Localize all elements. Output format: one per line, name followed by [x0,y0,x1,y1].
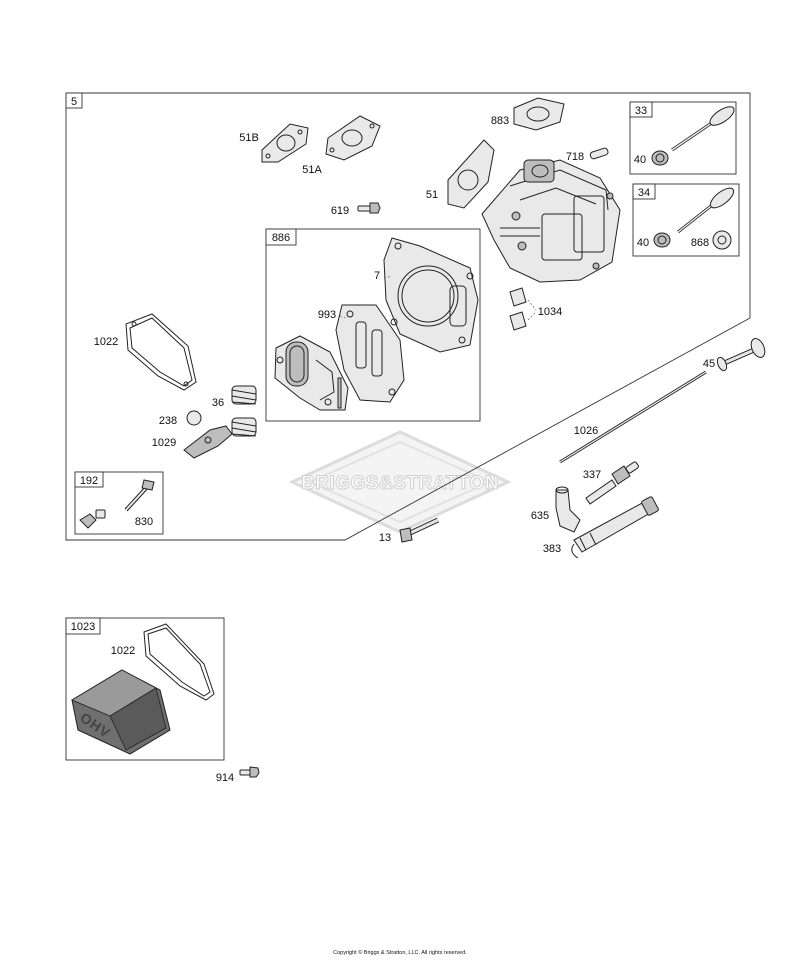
main-frame: 5 [65,92,751,541]
screw-619 [357,202,381,214]
valve-spring-36 [231,385,257,405]
gasket-51b [261,123,309,163]
head-bolt-13 [399,517,440,543]
callout-830: 830 [135,516,153,528]
callout-40b: 40 [637,237,649,249]
callout-238: 238 [159,415,177,427]
screw-914 [239,766,260,778]
intake-valve [677,187,735,234]
spark-plug-boot-635 [555,486,581,533]
callout-868: 868 [691,237,709,249]
callout-883: 883 [491,115,509,127]
rocker-arm-1029 [183,425,233,459]
callout-1029: 1029 [152,437,176,449]
callout-51: 51 [426,189,438,201]
gasket-51a [325,115,381,161]
callout-993: 993 [318,309,336,321]
spark-plug-337 [585,461,639,505]
frame-label-5: 5 [71,96,77,108]
callout-1022a: 1022 [94,336,118,348]
callout-619: 619 [331,205,349,217]
cylinder-head [481,159,621,283]
breather-gasket [335,304,405,403]
box-label-33: 33 [635,105,647,117]
dowel-pin-718 [589,147,609,160]
gasket-51 [447,139,495,209]
callout-718: 718 [566,151,584,163]
rocker-stud-830 [124,479,155,512]
copyright-notice: Copyright © Briggs & Stratton, LLC. All … [333,950,467,956]
callout-635: 635 [531,510,549,522]
valve-spring-retainer-40a [651,150,669,166]
callout-13: 13 [379,532,391,544]
box-label-1023: 1023 [71,621,95,633]
rocker-cover: OHV [71,669,171,755]
rocker-cover-gasket-1022a [125,313,197,391]
callout-383: 383 [543,543,561,555]
intake-gasket [274,335,349,411]
valve-box-33: 33 40 [629,101,737,175]
exhaust-valve [671,106,735,152]
valve-seal-868 [712,230,732,250]
callout-36: 36 [212,397,224,409]
watermark: BRIGGS&STRATTON [288,430,512,534]
callout-51a: 51A [302,164,322,176]
gasket-set-box-886: 886 7 [265,228,481,422]
callout-337: 337 [583,469,601,481]
adjusting-nut [79,509,106,529]
box-label-192: 192 [80,475,98,487]
box-label-34: 34 [638,187,650,199]
valve-box-34: 34 40 868 [632,183,740,257]
valve-spring-35 [231,417,257,437]
callout-1034: 1034 [538,306,562,318]
breather-tube-383 [571,496,659,559]
rocker-cover-box-1023: 1023 1022 OHV [65,617,225,761]
callout-7: 7 [374,270,380,282]
valve-spring-retainer-40b [653,232,671,248]
box-label-886: 886 [272,232,290,244]
rocker-cover-gasket-1022b [143,623,215,701]
guide-plate-1034 [509,287,527,331]
callout-1022b: 1022 [111,645,135,657]
parts-box-192: 192 830 [74,471,164,535]
callout-45: 45 [703,358,715,370]
gasket-883 [513,97,565,131]
push-rod-1026 [559,370,707,464]
push-rod-45 [716,338,766,372]
callout-914: 914 [216,772,234,784]
watermark-text: BRIGGS&STRATTON [301,473,499,494]
callout-1026: 1026 [574,425,598,437]
head-gasket [383,237,479,353]
callout-51b: 51B [239,132,259,144]
callout-40a: 40 [634,154,646,166]
valve-cap-238 [186,410,202,426]
